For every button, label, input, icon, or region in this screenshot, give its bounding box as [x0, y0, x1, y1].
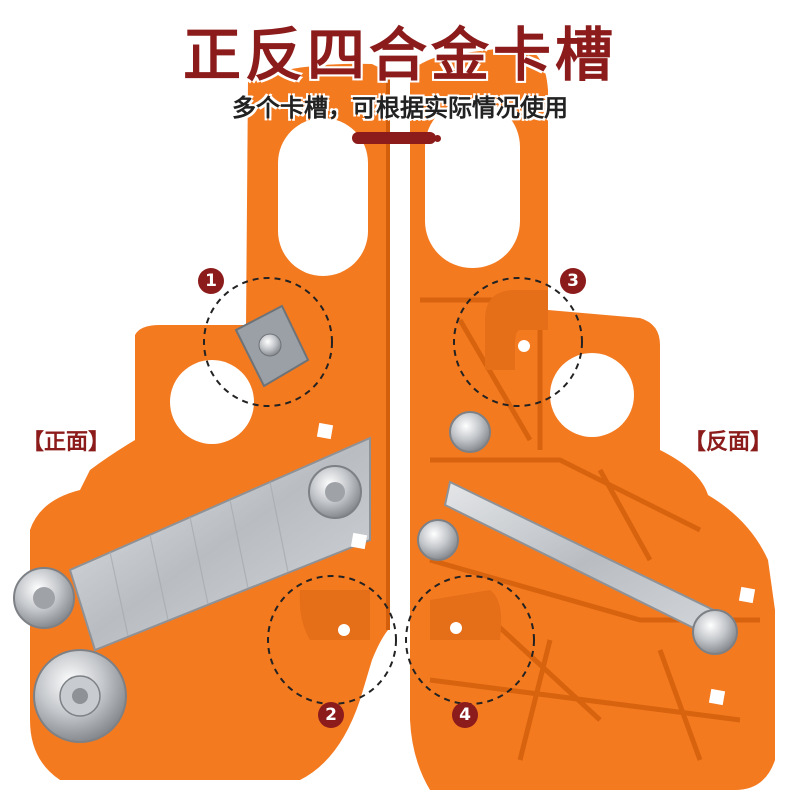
carbide-insert [234, 304, 310, 388]
back-slot [425, 100, 520, 268]
back-bolts [417, 411, 738, 655]
accent-bar [352, 132, 436, 144]
front-slot [278, 118, 368, 276]
back-hole [550, 353, 634, 437]
front-tool [13, 63, 390, 781]
front-notch [299, 590, 370, 640]
page-title: 正反四合金卡槽 [182, 21, 617, 89]
back-label: 【反面】 [684, 430, 773, 455]
page-subtitle: 多个卡槽，可根据实际情况使用 [232, 94, 568, 122]
front-blade [68, 436, 371, 652]
back-u-notch [485, 290, 548, 370]
marker-4: 4 [452, 702, 478, 728]
marker-1: 1 [198, 268, 224, 294]
back-tool [410, 46, 775, 790]
callout-circle-3 [453, 277, 583, 407]
front-label: 【正面】 [22, 430, 111, 455]
marker-2: 2 [318, 702, 344, 728]
front-bolts [13, 465, 362, 743]
callout-circles [203, 277, 583, 705]
callout-circle-1 [203, 277, 333, 407]
accent-dot [434, 135, 441, 142]
front-hole [170, 360, 254, 444]
back-notch [430, 590, 502, 640]
marker-3: 3 [560, 268, 586, 294]
